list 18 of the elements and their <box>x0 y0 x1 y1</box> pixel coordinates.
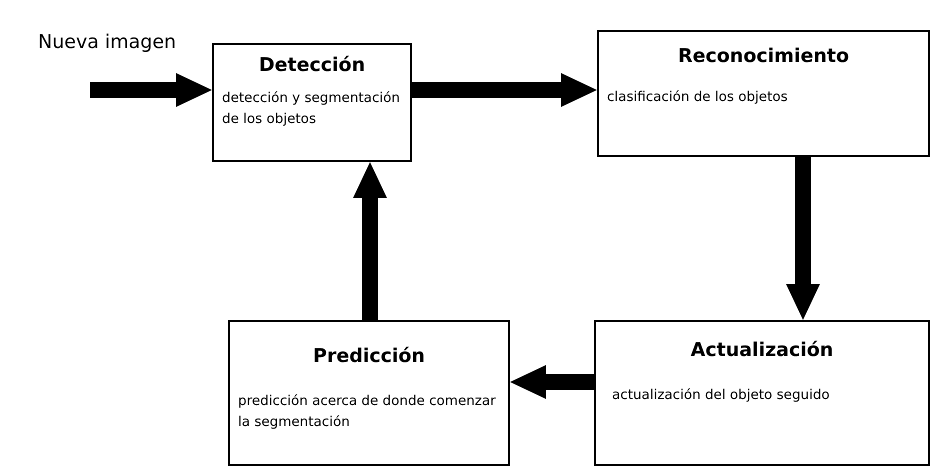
process-box <box>212 43 412 162</box>
box-title: Predicción <box>313 344 425 369</box>
block-arrow <box>353 162 387 320</box>
box-title: Actualización <box>690 338 834 363</box>
box-description: predicción acerca de donde comenzar la segmentación <box>237 392 497 432</box>
block-arrow <box>786 157 820 320</box>
block-arrow <box>510 365 594 399</box>
process-box <box>597 30 930 157</box>
box-title: Reconocimiento <box>678 44 850 69</box>
input-label: Nueva imagen <box>38 30 176 55</box>
box-description: clasificación de los objetos <box>606 88 789 106</box>
box-title: Detección <box>258 53 366 78</box>
process-box <box>594 320 930 466</box>
block-arrow <box>412 73 597 107</box>
box-description: detección y segmentación de los objetos <box>221 88 401 130</box>
box-description: actualización del objeto seguido <box>611 386 831 404</box>
block-arrow <box>90 73 212 107</box>
process-box <box>228 320 510 466</box>
